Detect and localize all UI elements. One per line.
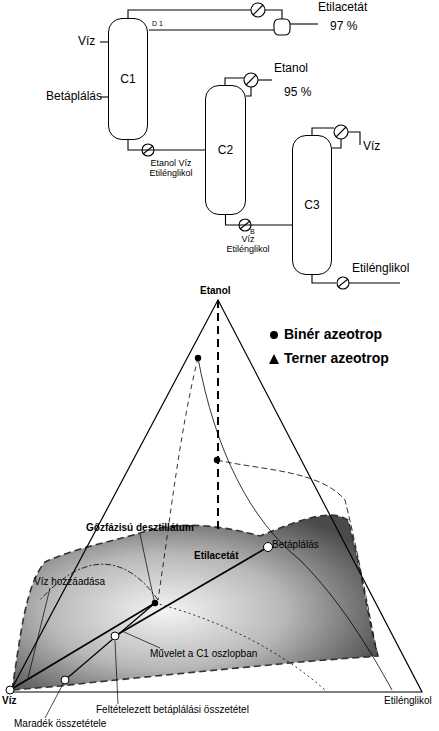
reflux-pipe [149, 29, 274, 30]
stream-label: Víz [363, 140, 380, 153]
process-line [65, 603, 155, 680]
stream-label: 95 % [284, 86, 311, 99]
stream-connector [226, 215, 293, 225]
pipe-line [226, 215, 293, 225]
c1-vapour-pipe [128, 10, 251, 18]
decanter-symbol [274, 19, 290, 35]
column-name: C3 [304, 198, 319, 212]
product-pipe [258, 79, 272, 80]
condenser-symbol [334, 125, 348, 139]
pipes [100, 3, 400, 289]
legend-symbol [268, 353, 280, 365]
condenser-mark [246, 75, 256, 85]
stream-label: 97 % [330, 20, 357, 33]
reboiler-mark [143, 146, 153, 154]
reflux-pipe [246, 87, 251, 96]
leader-line [124, 632, 160, 648]
stream-label: Gőzfázisú desztillátum [86, 522, 194, 533]
stream-label: Betáplálás [272, 539, 319, 550]
stream-label: Etilénglikol [352, 262, 409, 275]
stream-label: Víz hozzáadása [34, 576, 105, 587]
condenser-symbol [251, 3, 265, 17]
azeotrope-dot [195, 355, 201, 361]
condenser-symbol [244, 73, 258, 87]
boundary-line [158, 358, 198, 600]
ternary-triangle [10, 300, 422, 692]
composition-point [61, 676, 69, 684]
composition-point [264, 543, 273, 552]
stream-label: Feltételezett betáplálási összetétel [96, 704, 249, 715]
column-box: C1 [108, 18, 148, 140]
stream-label: Víz [2, 695, 16, 706]
condenser-mark [336, 127, 346, 137]
product-pipe [348, 132, 360, 145]
stream-label: Maradék összetétele [14, 718, 106, 729]
c2-vapour-pipe [225, 78, 244, 85]
pipe-line [128, 140, 205, 150]
stream-label: Etanol [200, 285, 231, 296]
reboiler-symbol [239, 219, 251, 231]
stream-label: Etilacetát [318, 1, 367, 14]
leader-line [45, 684, 63, 718]
reboiler-symbol [142, 144, 154, 156]
column-box: C3 [292, 135, 332, 275]
stream-label: D 1 [152, 20, 163, 28]
legend-text: Binér azeotrop [284, 326, 382, 342]
shaded-region [12, 515, 378, 690]
reboiler-mark [338, 279, 348, 287]
condenser-mark [253, 5, 263, 15]
triangle-mark [269, 354, 279, 364]
reboiler-symbol [337, 277, 349, 289]
boundary-line [155, 603, 325, 690]
bottom-pipe [312, 275, 336, 283]
stream-label: Etilénglikol [384, 695, 432, 706]
dot-mark [270, 331, 278, 339]
boundary-line [217, 300, 219, 530]
column-name: C2 [218, 143, 233, 157]
condensate-pipe [265, 10, 282, 19]
water-feed-pipe [100, 41, 108, 42]
boundary-line [198, 358, 392, 690]
product-pipe [349, 282, 400, 283]
column-box: C2 [205, 85, 246, 215]
stream-composition: Víz Etilénglikol [222, 234, 274, 255]
leader-line [115, 641, 118, 704]
column-name: C1 [120, 72, 135, 86]
azeotrope-dot [152, 600, 158, 606]
process-line [10, 603, 155, 690]
leader-lines [28, 534, 160, 718]
stream-composition: Etanol Víz Etilénglikol [146, 158, 196, 179]
stream-label: Víz [78, 35, 95, 48]
composition-point [6, 686, 14, 694]
leader-line [140, 534, 154, 600]
reflux-pipe [332, 139, 341, 148]
composition-point [111, 632, 119, 640]
c3-vapour-pipe [312, 128, 334, 135]
legend-text: Terner azeotrop [284, 350, 389, 366]
product-pipe [290, 23, 318, 24]
azeotrope-dot [214, 457, 220, 463]
stream-connector [128, 140, 205, 150]
reboiler-mark [240, 221, 250, 229]
stream-label: Betáplálás [46, 90, 102, 103]
stream-label: Etilacetát [194, 550, 238, 561]
stream-label: Művelet a C1 oszlopban [150, 648, 257, 659]
stream-label: Etanol [274, 62, 308, 75]
legend-symbol [268, 329, 280, 341]
leader-line [28, 588, 50, 678]
process-line [115, 547, 268, 636]
